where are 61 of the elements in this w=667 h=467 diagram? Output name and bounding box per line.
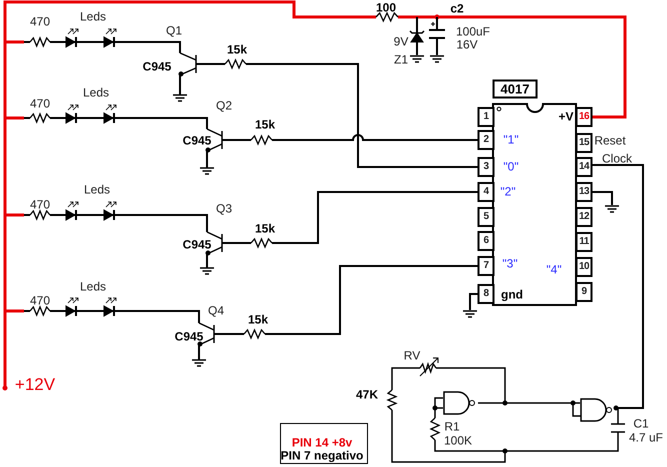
pin-number: 11 xyxy=(576,232,592,252)
pin-number: 15 xyxy=(576,133,592,153)
component-label: 470 xyxy=(30,98,50,110)
component-label: 4.7 uF xyxy=(628,432,664,444)
component-label: R1 xyxy=(444,420,460,434)
component-label: 100uF xyxy=(456,26,490,38)
output-label: "2" xyxy=(500,186,516,198)
component-label: Leds xyxy=(80,280,106,294)
output-label: "0" xyxy=(503,160,519,174)
component-label: Leds xyxy=(82,86,110,100)
component-label: C945 xyxy=(174,330,204,344)
pin-number: 7 xyxy=(478,256,494,276)
component-label: Z1 xyxy=(394,54,408,66)
pin-number: 16 xyxy=(576,107,592,127)
component-label: Reset xyxy=(594,134,626,148)
component-label: C945 xyxy=(182,238,212,252)
pin-number: 13 xyxy=(576,182,592,202)
component-label: Q2 xyxy=(216,100,232,112)
component-label: 15k xyxy=(254,222,276,236)
note-text: PIN 7 negativo xyxy=(280,450,364,462)
pin-number: 14 xyxy=(576,157,592,177)
output-label: "1" xyxy=(503,134,519,146)
component-label: RV xyxy=(404,350,420,362)
pin-number: 10 xyxy=(576,257,592,277)
component-label: gnd xyxy=(501,288,523,302)
pin-number: 5 xyxy=(478,207,494,227)
component-label: Q3 xyxy=(216,202,232,216)
component-label: 15k xyxy=(248,314,268,326)
component-label: Q1 xyxy=(166,24,182,38)
note-text: PIN 14 +8v xyxy=(292,436,352,450)
pin-number: 8 xyxy=(478,284,494,304)
output-label: "3" xyxy=(502,258,518,270)
component-label: 100 xyxy=(376,2,396,14)
pin-number: 3 xyxy=(478,157,494,177)
component-label: C945 xyxy=(182,134,212,148)
component-label: c2 xyxy=(450,2,464,16)
component-label: +V xyxy=(558,110,574,124)
pin-number: 4 xyxy=(478,182,494,202)
component-label: 470 xyxy=(30,294,50,308)
chip-label: 4017 xyxy=(492,80,538,98)
component-label: Q4 xyxy=(208,304,224,318)
component-label: C1 xyxy=(633,418,649,430)
pin-number: 2 xyxy=(478,130,494,150)
voltage-label: +12V xyxy=(14,376,56,394)
component-label: 16V xyxy=(456,38,478,52)
component-label: Clock xyxy=(602,152,632,166)
component-label: 47K xyxy=(356,388,378,402)
component-label: 9V xyxy=(394,36,408,48)
output-label: "4" xyxy=(546,264,562,276)
component-label: 470 xyxy=(30,16,50,28)
pin-number: 6 xyxy=(478,231,494,251)
pin-number: 12 xyxy=(576,207,592,227)
pin-number: 1 xyxy=(478,107,494,127)
component-label: C945 xyxy=(142,60,172,74)
pin-number: 9 xyxy=(576,282,592,302)
component-label: 100K xyxy=(444,434,472,448)
component-label: 470 xyxy=(30,198,50,212)
component-label: Leds xyxy=(80,10,106,24)
component-label: 15k xyxy=(226,44,248,56)
component-label: 15k xyxy=(254,118,276,132)
component-label: Leds xyxy=(84,184,110,196)
